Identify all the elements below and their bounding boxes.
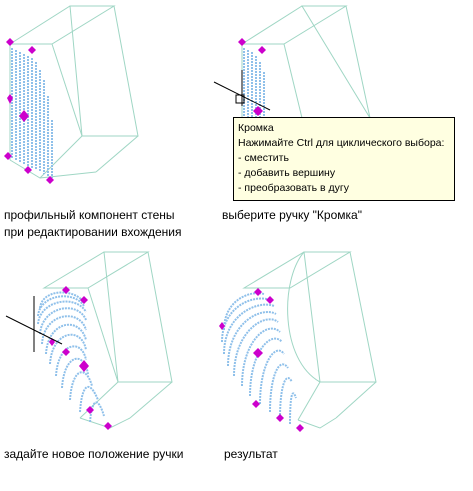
grip-icon — [19, 110, 29, 122]
grip-icon — [46, 176, 54, 184]
grip-icon — [258, 46, 266, 54]
tooltip-option-move: - сместить — [238, 152, 289, 164]
grip-icon — [4, 152, 12, 160]
tooltip-option-convert-arc: - преобразовать в дугу — [238, 182, 349, 194]
grip-icon — [80, 296, 88, 304]
grip-icon — [86, 406, 94, 414]
grip-icon — [266, 296, 274, 304]
grip-icon — [7, 94, 13, 104]
caption-new-position: задайте новое положение ручки — [4, 447, 184, 461]
caption-select-edge: выберите ручку "Кромка" — [222, 208, 362, 222]
caption-result: результат — [224, 447, 278, 461]
tooltip-option-add-vertex: - добавить вершину — [238, 167, 336, 179]
grip-icon — [219, 322, 225, 330]
grip-icon — [296, 424, 304, 432]
grip-icon — [276, 414, 284, 422]
tooltip-title: Кромка — [238, 122, 274, 134]
selection-box-icon — [235, 94, 245, 104]
wall-profile-drawing-1 — [4, 5, 139, 184]
tooltip-ctrl-hint: Нажимайте Ctrl для циклического выбора: — [238, 137, 445, 149]
wall-profile-drawing-4 — [219, 251, 377, 432]
wall-profile-drawing-2 — [213, 5, 371, 119]
grip-icon — [254, 288, 262, 296]
grip-icon — [28, 46, 36, 54]
grip-icon — [253, 106, 263, 116]
grip-icon — [62, 286, 70, 294]
wall-profile-drawing-3 — [5, 251, 173, 430]
grip-icon — [62, 348, 70, 356]
panel-new-grip-position: задайте новое положение ручки — [0, 250, 236, 491]
edge-grip-tooltip: Кромка Нажимайте Ctrl для циклического в… — [233, 117, 455, 201]
grip-icon — [252, 400, 260, 408]
caption-line-2: при редактировании вхождения — [4, 225, 182, 239]
grip-icon — [253, 348, 263, 358]
grip-icon — [6, 38, 14, 46]
panel-select-edge-grip: выберите ручку "Кромка" — [213, 0, 473, 240]
panel-profile-editing: профильный компонент стены при редактиро… — [0, 0, 236, 239]
grip-icon — [238, 38, 246, 46]
panel-result: результат — [210, 250, 473, 491]
caption-line-1: профильный компонент стены — [4, 208, 175, 222]
grip-icon — [79, 360, 89, 372]
grip-icon — [24, 166, 32, 174]
grip-icon — [104, 422, 112, 430]
